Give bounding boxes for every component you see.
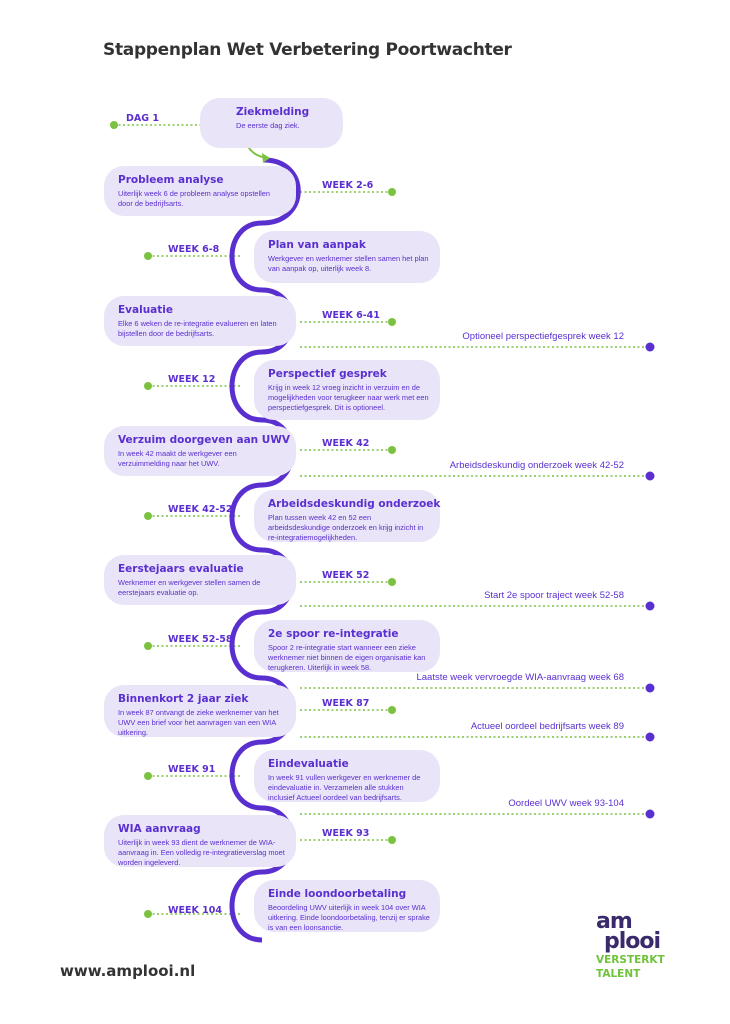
step-card-probleem-analyse: Probleem analyse Uiterlijk week 6 de pro…	[104, 166, 296, 216]
week-label: WEEK 52-58	[168, 634, 233, 645]
optional-dot	[645, 342, 655, 352]
step-description: Plan tussen week 42 en 52 een arbeidsdes…	[268, 513, 424, 542]
dot	[388, 446, 396, 454]
dot	[110, 121, 118, 129]
step-description: Spoor 2 re-integratie start wanneer een …	[268, 643, 426, 672]
optional-dot	[645, 809, 655, 819]
optional-milestone-label: Laatste week vervroegde WIA-aanvraag wee…	[416, 672, 624, 683]
step-card-verzuim-doorgeven: Verzuim doorgeven aan UWV In week 42 maa…	[104, 426, 296, 476]
step-description: Werkgever en werknemer stellen samen het…	[268, 254, 429, 273]
optional-milestone-label: Optioneel perspectiefgesprek week 12	[462, 331, 624, 342]
step-title: Binnenkort 2 jaar ziek	[118, 693, 249, 705]
dot	[144, 252, 152, 260]
step-description: In week 87 ontvangt de zieke werknemer v…	[118, 708, 279, 737]
amplooi-logo: am plooi VERSTERKT TALENT	[596, 909, 686, 980]
step-card-binnenkort-2-jaar-ziek: Binnenkort 2 jaar ziek In week 87 ontvan…	[104, 685, 296, 737]
step-title: Eerstejaars evaluatie	[118, 563, 244, 575]
dot	[388, 706, 396, 714]
step-card-eindevaluatie: Eindevaluatie In week 91 vullen werkgeve…	[254, 750, 440, 802]
week-label: WEEK 6-8	[168, 244, 220, 255]
optional-milestone-label: Arbeidsdeskundig onderzoek week 42-52	[449, 460, 624, 471]
dot	[144, 512, 152, 520]
week-label: WEEK 91	[168, 764, 216, 775]
optional-milestone-label: Actueel oordeel bedrijfsarts week 89	[470, 721, 624, 732]
week-label: DAG 1	[126, 113, 159, 124]
page-title: Stappenplan Wet Verbetering Poortwachter	[103, 40, 512, 60]
step-title: Evaluatie	[118, 304, 174, 316]
step-description: Beoordeling UWV uiterlijk in week 104 ov…	[268, 903, 430, 932]
week-label: WEEK 93	[322, 828, 370, 839]
step-description: De eerste dag ziek.	[236, 121, 300, 130]
step-title: Einde loondoorbetaling	[268, 888, 407, 900]
dot	[388, 188, 396, 196]
logo-tagline-2: TALENT	[596, 968, 641, 980]
optional-milestone-label: Oordeel UWV week 93-104	[508, 798, 624, 809]
start-arrow-head	[262, 153, 270, 163]
step-description: Uiterlijk week 6 de probleem analyse ops…	[118, 189, 270, 208]
week-label: WEEK 42-52	[168, 504, 233, 515]
optional-dot	[645, 471, 655, 481]
logo-tagline-1: VERSTERKT	[596, 954, 665, 966]
dot	[144, 772, 152, 780]
optional-dot	[645, 683, 655, 693]
optional-milestone-label: Start 2e spoor traject week 52-58	[484, 590, 624, 601]
step-description: Uiterlijk in week 93 dient de werknemer …	[118, 838, 285, 867]
dot	[144, 910, 152, 918]
step-title: Verzuim doorgeven aan UWV	[118, 434, 291, 446]
step-title: Eindevaluatie	[268, 758, 349, 770]
step-description: In week 91 vullen werkgever en werknemer…	[268, 773, 421, 802]
week-label: WEEK 6-41	[322, 310, 380, 321]
step-title: Arbeidsdeskundig onderzoek	[268, 498, 441, 510]
week-label: WEEK 87	[322, 698, 370, 709]
week-label: WEEK 104	[168, 905, 222, 916]
week-label: WEEK 12	[168, 374, 216, 385]
step-card-plan-van-aanpak: Plan van aanpak Werkgever en werknemer s…	[254, 231, 440, 283]
step-title: Ziekmelding	[236, 106, 310, 118]
step-title: Probleem analyse	[118, 174, 224, 186]
step-card-eerstejaars-evaluatie: Eerstejaars evaluatie Werknemer en werkg…	[104, 555, 296, 605]
dot	[144, 382, 152, 390]
winding-path	[229, 157, 301, 943]
week-label: WEEK 52	[322, 570, 370, 581]
dot	[388, 578, 396, 586]
step-card-wia-aanvraag: WIA aanvraag Uiterlijk in week 93 dient …	[104, 815, 296, 867]
logo-word-plooi: plooi	[604, 929, 661, 954]
optional-dot	[645, 601, 655, 611]
optional-dot	[645, 732, 655, 742]
website-url: www.amplooi.nl	[60, 962, 196, 980]
step-title: Perspectief gesprek	[268, 368, 387, 380]
dot	[144, 642, 152, 650]
dot	[388, 836, 396, 844]
step-description: Werknemer en werkgever stellen samen de …	[118, 578, 261, 597]
step-title: Plan van aanpak	[268, 239, 366, 251]
step-card-2e-spoor: 2e spoor re-integratie Spoor 2 re-integr…	[254, 620, 440, 672]
step-card-ziekmelding: Ziekmelding De eerste dag ziek.	[200, 98, 343, 148]
step-title: 2e spoor re-integratie	[268, 628, 399, 640]
week-label: WEEK 42	[322, 438, 370, 449]
step-description: Krijg in week 12 vroeg inzicht in verzui…	[268, 383, 429, 412]
step-card-evaluatie: Evaluatie Elke 6 weken de re-integratie …	[104, 296, 296, 346]
step-card-arbeidsdeskundig-onderzoek: Arbeidsdeskundig onderzoek Plan tussen w…	[254, 490, 440, 542]
logo-word-am: am	[596, 909, 633, 934]
step-card-perspectief-gesprek: Perspectief gesprek Krijg in week 12 vro…	[254, 360, 440, 420]
step-description: In week 42 maakt de werkgever een verzui…	[118, 449, 237, 468]
step-title: WIA aanvraag	[118, 823, 201, 835]
step-card-einde-loondoorbetaling: Einde loondoorbetaling Beoordeling UWV u…	[254, 880, 440, 932]
dot	[388, 318, 396, 326]
step-description: Elke 6 weken de re-integratie evalueren …	[118, 319, 277, 338]
week-label: WEEK 2-6	[322, 180, 374, 191]
